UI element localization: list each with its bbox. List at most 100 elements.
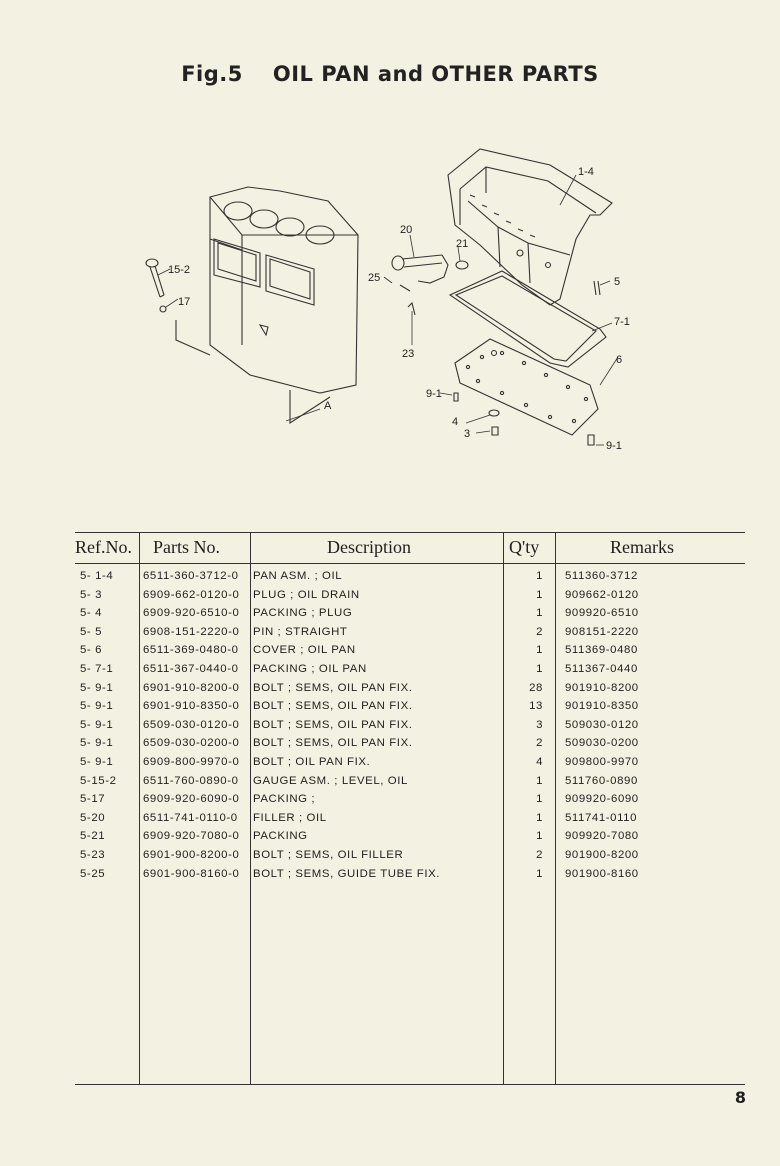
column-divider [139, 532, 140, 1084]
callout-17: 17 [178, 296, 190, 308]
cell-ref-no: 5- 1-4 [80, 570, 114, 582]
cell-ref-no: 5-25 [80, 867, 106, 880]
callout-20: 20 [400, 224, 412, 236]
cell-qty: 1 [536, 607, 543, 620]
col-remarks: Remarks [610, 537, 674, 557]
callout-7-1: 7-1 [614, 316, 630, 328]
cell-remarks: 909920-6510 [565, 607, 639, 620]
callout-5: 5 [614, 276, 620, 288]
cell-description: GAUGE ASM. ; LEVEL, OIL [253, 774, 408, 787]
cell-description: BOLT ; SEMS, OIL PAN FIX. [253, 737, 413, 750]
cell-description: PLUG ; OIL DRAIN [253, 588, 360, 601]
cell-description: PACKING ; PLUG [253, 607, 353, 620]
cell-remarks: 511369-0480 [565, 644, 638, 657]
cell-remarks: 908151-2220 [565, 625, 639, 638]
cell-description: PIN ; STRAIGHT [253, 625, 348, 638]
cell-ref-no: 5- 9-1 [80, 700, 114, 713]
cell-remarks: 511367-0440 [565, 662, 638, 675]
col-ref-no: Ref.No. [75, 537, 132, 557]
callout-A: A [324, 400, 332, 412]
cell-remarks: 901910-8350 [565, 700, 639, 713]
cell-remarks: 511741-0110 [565, 811, 638, 824]
cell-parts-no: 6509-030-0120-0 [143, 718, 240, 731]
column-divider [503, 532, 504, 1084]
col-qty: Q'ty [509, 537, 540, 557]
cell-qty: 3 [536, 718, 543, 731]
cell-description: COVER ; OIL PAN [253, 644, 356, 657]
oil-filler-drawing [391, 254, 469, 316]
callout-25: 25 [368, 272, 380, 284]
cell-qty: 4 [536, 755, 543, 768]
cell-qty: 1 [536, 830, 543, 843]
cell-remarks: 909800-9970 [565, 755, 639, 768]
cell-ref-no: 5- 5 [80, 625, 103, 638]
cell-parts-no: 6511-741-0110-0 [143, 811, 238, 824]
cell-qty: 1 [536, 793, 543, 806]
page-number: 8 [734, 1088, 746, 1107]
table-header: Ref.No. Parts No. Description Q'ty Remar… [75, 532, 745, 564]
dipstick-drawing [145, 258, 211, 356]
cell-parts-no: 6909-920-6510-0 [143, 607, 240, 620]
cell-ref-no: 5-17 [80, 793, 106, 806]
column-divider [250, 532, 251, 1084]
cell-qty: 1 [536, 867, 543, 880]
cell-parts-no: 6909-800-9970-0 [143, 755, 240, 768]
cell-remarks: 909920-7080 [565, 830, 639, 843]
cell-qty: 28 [529, 681, 543, 694]
callout-9-1-right: 9-1 [606, 440, 622, 452]
cell-ref-no: 5- 6 [80, 644, 103, 657]
cell-ref-no: 5- 9-1 [80, 681, 114, 694]
cell-description: PACKING [253, 830, 308, 843]
cell-description: BOLT ; SEMS, OIL PAN FIX. [253, 700, 413, 713]
callout-15-2: 15-2 [168, 264, 190, 276]
callout-23: 23 [402, 348, 414, 360]
cell-ref-no: 5-15-2 [80, 774, 117, 787]
cell-remarks: 509030-0120 [565, 718, 639, 731]
cell-ref-no: 5- 3 [80, 588, 103, 601]
cell-parts-no: 6511-360-3712-0 [143, 570, 239, 582]
cell-parts-no: 6909-662-0120-0 [143, 588, 240, 601]
cell-remarks: 909662-0120 [565, 588, 639, 601]
cell-qty: 13 [529, 700, 543, 713]
bolts-drawing [453, 392, 595, 446]
cell-remarks: 511760-0890 [565, 774, 638, 787]
cell-description: PAN ASM. ; OIL [253, 570, 343, 582]
oil-pan-gasket-drawing [448, 270, 607, 368]
cell-remarks: 901900-8200 [565, 848, 639, 861]
cell-parts-no: 6909-920-6090-0 [143, 793, 240, 806]
cell-parts-no: 6901-910-8200-0 [143, 681, 240, 694]
cell-qty: 2 [536, 848, 543, 861]
engine-block-drawing [209, 186, 359, 425]
figure-label: Fig.5 [181, 62, 243, 86]
leader-lines [157, 174, 619, 446]
column-divider [555, 532, 556, 1084]
cell-description: PACKING ; OIL PAN [253, 662, 367, 675]
cell-parts-no: 6901-900-8160-0 [143, 867, 240, 880]
cell-ref-no: 5-23 [80, 848, 106, 861]
cell-qty: 1 [536, 774, 543, 787]
cell-parts-no: 6511-367-0440-0 [143, 662, 239, 675]
callout-1-4: 1-4 [578, 166, 594, 178]
cell-parts-no: 6901-910-8350-0 [143, 700, 240, 713]
cell-ref-no: 5-20 [80, 811, 106, 824]
col-description: Description [327, 537, 411, 557]
cell-ref-no: 5-21 [80, 830, 106, 843]
cell-qty: 2 [536, 625, 543, 638]
cell-description: BOLT ; SEMS, OIL FILLER [253, 848, 404, 861]
table-bottom-rule [75, 1084, 745, 1085]
cell-qty: 1 [536, 644, 543, 657]
callout-9-1-left: 9-1 [426, 388, 442, 400]
callout-labels: 1-4 20 21 25 15-2 17 5 7-1 6 23 9-1 4 3 … [168, 166, 630, 452]
table-row: 5-23 6901-900-8200-0 BOLT ; SEMS, OIL FILL… [75, 849, 745, 868]
cell-parts-no: 6901-900-8200-0 [143, 848, 240, 861]
